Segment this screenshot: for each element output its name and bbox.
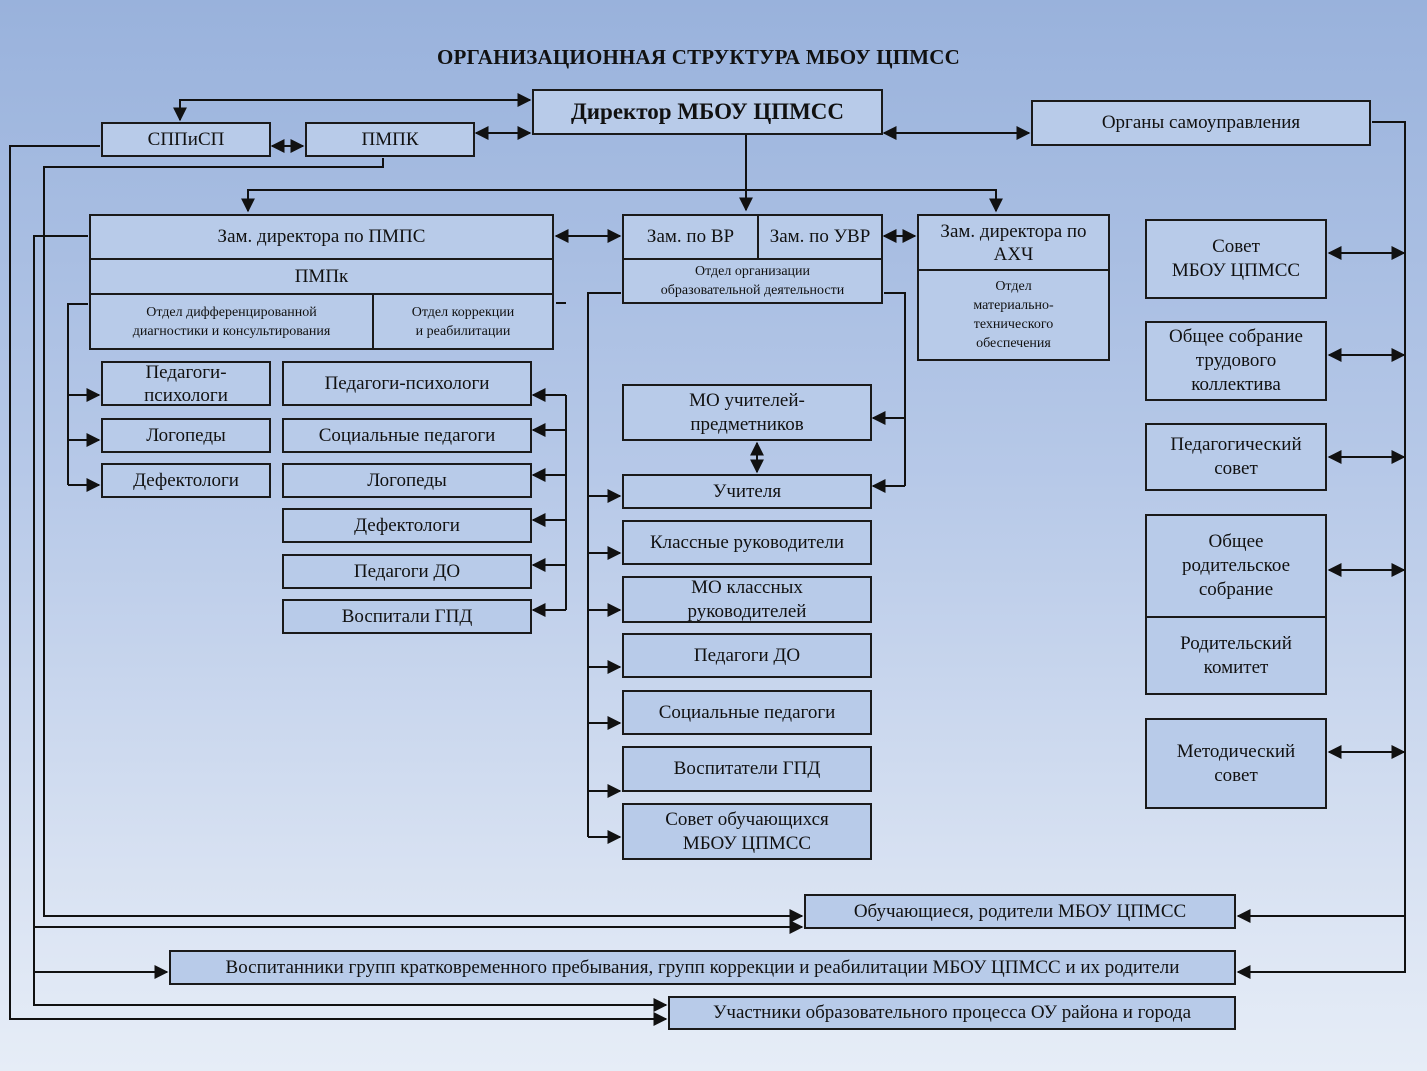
dept-education-box: Отдел организации образовательной деятел… — [622, 258, 883, 304]
methodical-council-box: Методический совет — [1145, 718, 1327, 809]
parent-meeting-box: Общее родительское собрание — [1145, 514, 1327, 618]
center-item: МО учителей- предметников — [622, 384, 872, 441]
pmps-right-item: Дефектологи — [282, 508, 532, 543]
deputy-ahch-box: Зам. директора по АХЧ — [917, 214, 1110, 271]
center-item: Учителя — [622, 474, 872, 509]
center-item: МО классных руководителей — [622, 576, 872, 623]
pmps-right-item: Воспитали ГПД — [282, 599, 532, 634]
pmps-right-item: Педагоги ДО — [282, 554, 532, 589]
chart-title: ОРГАНИЗАЦИОННАЯ СТРУКТУРА МБОУ ЦПМСС — [436, 45, 961, 69]
groups-parents-box: Воспитанники групп кратковременного преб… — [169, 950, 1236, 985]
pmps-left-item: Логопеды — [101, 418, 271, 453]
deputy-vr-box: Зам. по ВР — [622, 214, 759, 260]
center-item: Воспитатели ГПД — [622, 746, 872, 792]
deputy-uvr-box: Зам. по УВР — [757, 214, 883, 260]
pmps-right-item: Педагоги-психологи — [282, 361, 532, 406]
deputy-pmps-box: Зам. директора по ПМПС — [89, 214, 554, 260]
director-box: Директор МБОУ ЦПМСС — [532, 89, 883, 135]
center-item: Совет обучающихся МБОУ ЦПМСС — [622, 803, 872, 860]
center-item: Классные руководители — [622, 520, 872, 565]
sppisp-box: СППиСП — [101, 122, 271, 157]
dept-correction-box: Отдел коррекции и реабилитации — [372, 293, 554, 350]
process-participants-box: Участники образовательного процесса ОУ р… — [668, 996, 1236, 1030]
general-meeting-box: Общее собрание трудового коллектива — [1145, 321, 1327, 401]
pedagogical-council-box: Педагогический совет — [1145, 423, 1327, 491]
council-box: Совет МБОУ ЦПМСС — [1145, 219, 1327, 299]
pmpk-top-box: ПМПК — [305, 122, 475, 157]
pmps-left-item: Дефектологи — [101, 463, 271, 498]
pmps-right-item: Логопеды — [282, 463, 532, 498]
students-parents-box: Обучающиеся, родители МБОУ ЦПМСС — [804, 894, 1236, 929]
center-item: Педагоги ДО — [622, 633, 872, 678]
self-government-box: Органы самоуправления — [1031, 100, 1371, 146]
pmps-right-item: Социальные педагоги — [282, 418, 532, 453]
pmpk-box: ПМПк — [89, 258, 554, 295]
parent-committee-box: Родительский комитет — [1145, 616, 1327, 695]
pmps-left-item: Педагоги- психологи — [101, 361, 271, 406]
center-item: Социальные педагоги — [622, 690, 872, 735]
dept-logistics-box: Отдел материально- технического обеспече… — [917, 269, 1110, 361]
dept-diagnostics-box: Отдел дифференцированной диагностики и к… — [89, 293, 374, 350]
